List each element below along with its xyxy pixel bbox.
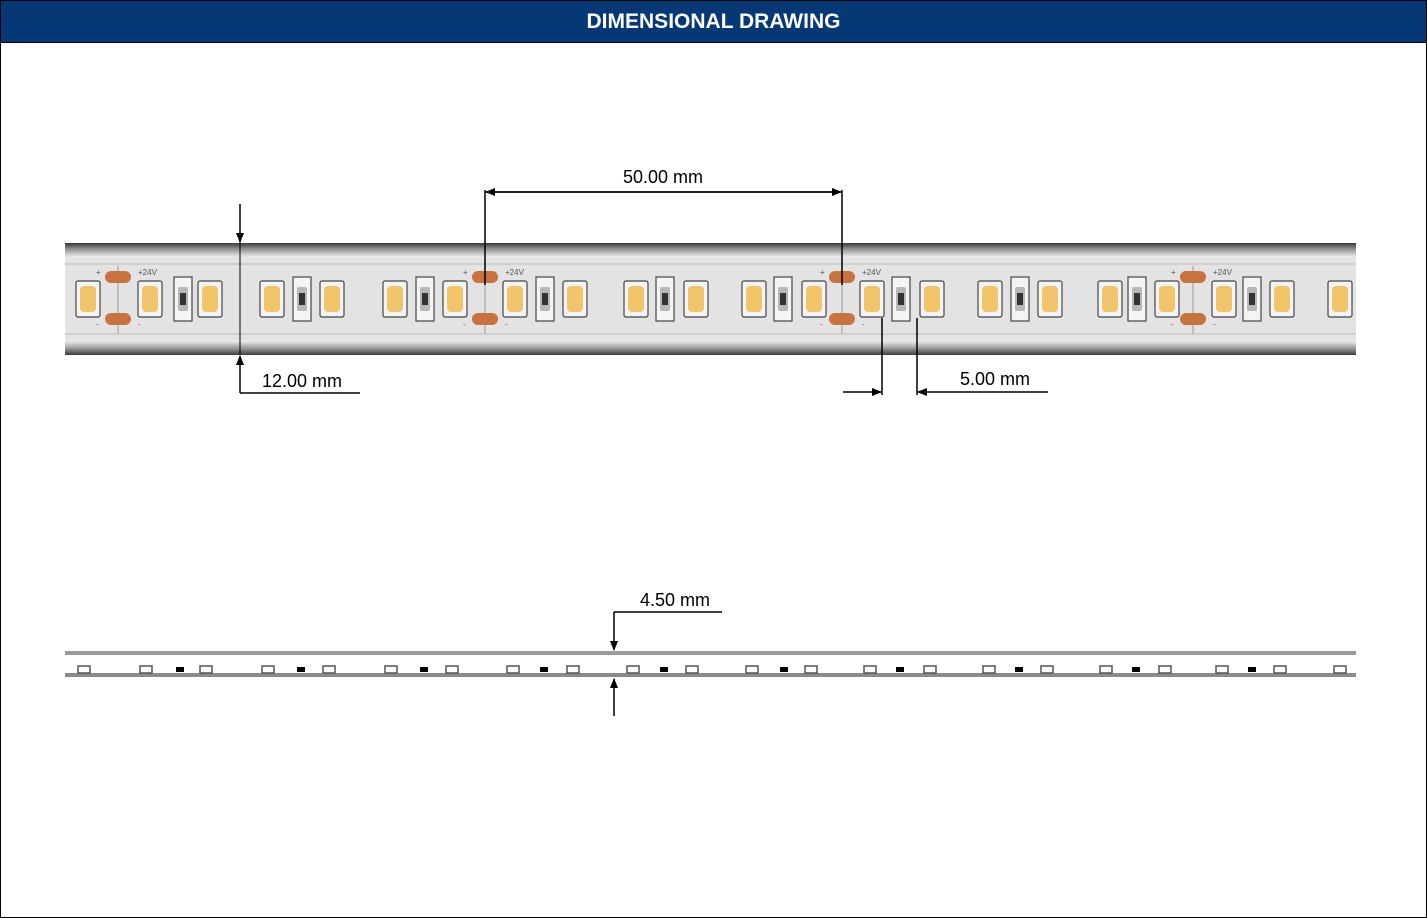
led-chip	[137, 280, 163, 318]
side-resistor	[297, 667, 305, 672]
dimension-width: 12.00 mm	[236, 204, 360, 394]
side-led	[1215, 665, 1229, 674]
dimension-label-led-pitch: 5.00 mm	[960, 369, 1030, 389]
side-led	[1273, 665, 1287, 674]
resistor	[891, 276, 911, 322]
resistor	[1127, 276, 1147, 322]
led-chip	[259, 280, 285, 318]
led-chip	[1327, 280, 1353, 318]
led-chip	[75, 280, 101, 318]
side-resistor	[1248, 667, 1256, 672]
resistor	[1010, 276, 1030, 322]
led-chip	[442, 280, 468, 318]
side-resistor	[176, 667, 184, 672]
side-resistor	[420, 667, 428, 672]
side-led	[322, 665, 336, 674]
side-led	[566, 665, 580, 674]
minus-marking: -	[1171, 320, 1174, 329]
side-led	[1333, 665, 1347, 674]
resistor	[173, 276, 193, 322]
led-strip-side-view	[65, 651, 1356, 677]
side-resistor	[660, 667, 668, 672]
side-led	[1040, 665, 1054, 674]
minus-marking: -	[96, 320, 99, 329]
voltage-marking: +24V	[505, 268, 525, 277]
resistor	[655, 276, 675, 322]
resistor	[292, 276, 312, 322]
resistor	[773, 276, 793, 322]
side-resistor	[780, 667, 788, 672]
led-chip	[977, 280, 1003, 318]
side-led	[745, 665, 759, 674]
plus-marking: +	[1171, 268, 1176, 277]
side-led	[923, 665, 937, 674]
led-chip	[919, 280, 945, 318]
minus-marking: -	[463, 320, 466, 329]
side-led	[804, 665, 818, 674]
led-chip	[1211, 280, 1237, 318]
dimension-led-pitch: 5.00 mm	[843, 318, 1048, 396]
minus-marking: -	[1213, 320, 1216, 329]
led-chip	[1097, 280, 1123, 318]
side-led	[626, 665, 640, 674]
led-chip	[741, 280, 767, 318]
voltage-marking: +24V	[138, 268, 158, 277]
side-led	[139, 665, 153, 674]
plus-marking: +	[820, 268, 825, 277]
cut-point: + - +24V -	[1171, 266, 1233, 334]
resistor	[1242, 276, 1262, 322]
side-led	[1099, 665, 1113, 674]
resistor	[415, 276, 435, 322]
side-resistor	[1015, 667, 1023, 672]
minus-marking: -	[138, 320, 141, 329]
dimension-label-width: 12.00 mm	[262, 371, 342, 391]
plus-marking: +	[96, 268, 101, 277]
cut-point: + - +24V -	[96, 266, 158, 334]
voltage-marking: +24V	[1213, 268, 1233, 277]
dimension-label-cut-length: 50.00 mm	[623, 167, 703, 187]
led-chip	[1037, 280, 1063, 318]
led-chip	[683, 280, 709, 318]
led-chip	[1154, 280, 1180, 318]
dimension-cut-length: 50.00 mm	[484, 167, 843, 285]
side-led	[982, 665, 996, 674]
led-chip	[1269, 280, 1295, 318]
minus-marking: -	[820, 320, 823, 329]
side-resistor	[896, 667, 904, 672]
led-chip	[502, 280, 528, 318]
side-resistor	[540, 667, 548, 672]
led-chip	[562, 280, 588, 318]
resistor	[535, 276, 555, 322]
minus-marking: -	[862, 320, 865, 329]
side-led	[506, 665, 520, 674]
led-chip	[623, 280, 649, 318]
side-led	[445, 665, 459, 674]
side-led	[1158, 665, 1172, 674]
led-chip	[382, 280, 408, 318]
led-chip	[197, 280, 223, 318]
led-chip	[801, 280, 827, 318]
side-led	[863, 665, 877, 674]
minus-marking: -	[505, 320, 508, 329]
led-chip	[319, 280, 345, 318]
page-title: DIMENSIONAL DRAWING	[1, 1, 1426, 43]
plus-marking: +	[463, 268, 468, 277]
dimension-height: 4.50 mm	[610, 590, 722, 716]
side-resistor	[1132, 667, 1140, 672]
side-led	[199, 665, 213, 674]
led-chip	[859, 280, 885, 318]
dimension-label-height: 4.50 mm	[640, 590, 710, 610]
side-led	[261, 665, 275, 674]
side-led	[685, 665, 699, 674]
led-strip-top-view: + - +24V - + - +24V - + - +24V - + - +24V -	[65, 243, 1356, 355]
voltage-marking: +24V	[862, 268, 882, 277]
side-led	[384, 665, 398, 674]
side-led	[77, 665, 91, 674]
